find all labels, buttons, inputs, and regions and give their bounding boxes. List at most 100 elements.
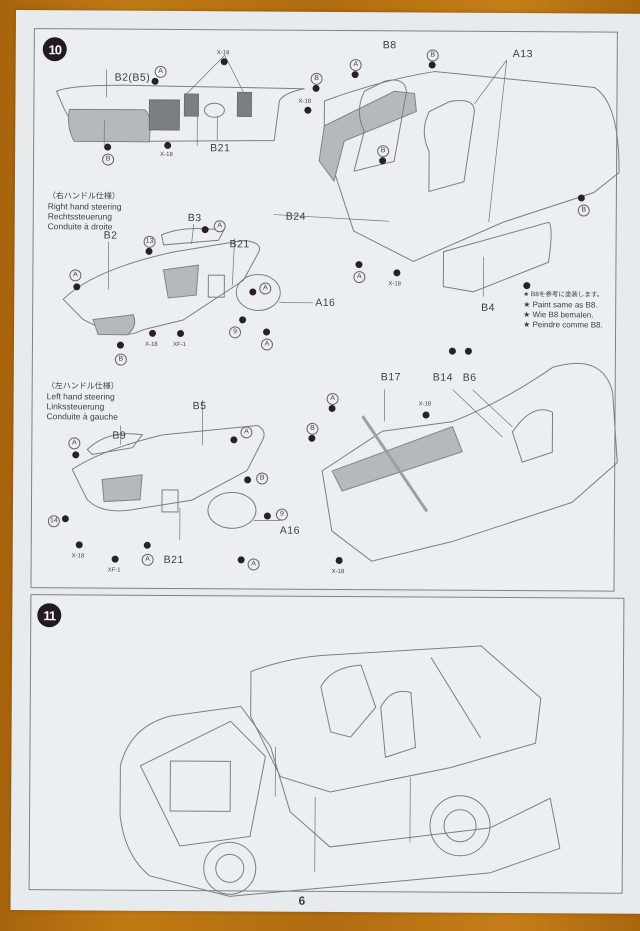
paint-mark-a: A [349, 59, 362, 72]
paint-mark-a: A [247, 558, 260, 571]
cement-pin-icon [177, 329, 185, 338]
page-number: 6 [298, 893, 306, 908]
label-xf1: XF-1 [172, 341, 186, 349]
cement-pin-icon [393, 269, 401, 277]
cement-pin-icon [149, 329, 157, 337]
cement-pin-icon [239, 316, 247, 324]
caption-jp: （左ハンドル仕様） [46, 381, 119, 391]
label-b3: B3 [187, 212, 202, 225]
paint-mark-a: A [69, 269, 82, 282]
caption-en: Right hand steering [47, 201, 122, 212]
right-hand-dashboard-drawing [62, 224, 314, 336]
label-b21: B21 [210, 142, 231, 155]
paint-mark-b: B [426, 49, 439, 62]
paint-mark-a: A [326, 392, 339, 405]
cement-pin-icon [379, 157, 387, 165]
cement-pin-icon [304, 106, 312, 114]
cement-pin-icon [263, 328, 271, 336]
cement-pin-icon [143, 541, 151, 549]
left-hand-steering-caption: （左ハンドル仕様） Left hand steering Linkssteuer… [46, 381, 118, 421]
caption-fr: Conduite à gauche [46, 411, 118, 422]
label-b4: B4 [481, 301, 496, 314]
part-13-mark: 13 [143, 235, 156, 248]
paint-note-de: ★ Wie B8 bemalen. [523, 310, 594, 320]
paint-mark-b: B [577, 204, 590, 217]
interior-assembly-drawing [321, 362, 618, 562]
label-b6: B6 [462, 371, 477, 384]
part-14-mark: 14 [47, 515, 60, 528]
label-b14: B14 [432, 371, 453, 384]
label-x18: X-18 [216, 50, 230, 57]
cement-pin-icon [355, 261, 363, 269]
cement-pin-icon [75, 541, 83, 549]
cement-pin-icon [351, 71, 359, 79]
paint-note-jp: ★ B8を参考に塗装します。 [523, 291, 604, 299]
cement-pin-icon [308, 434, 316, 442]
label-x18: X-18 [160, 151, 173, 158]
paint-mark-a: A [353, 271, 366, 284]
label-b8: B8 [382, 39, 397, 52]
paint-mark-a: A [213, 220, 226, 233]
cement-pin-icon [244, 476, 252, 484]
step-10-panel: 10 [30, 28, 620, 592]
interior-with-doors-drawing [273, 59, 620, 297]
cement-pin-icon [104, 143, 112, 151]
cement-pin-icon [111, 555, 119, 563]
cement-pin-icon [464, 347, 472, 355]
paint-mark-a: A [141, 553, 154, 566]
dashboard-overview-drawing [55, 55, 305, 147]
cement-pin-icon [263, 512, 271, 520]
paint-mark-a: A [259, 282, 272, 295]
paint-note: ★ B8を参考に塗装します。 ★ Paint same as B8. ★ Wie… [523, 290, 603, 330]
step-11-panel: 11 [28, 594, 625, 897]
cement-pin-icon [73, 283, 81, 291]
cement-pin-icon [164, 141, 172, 149]
cement-pin-icon [145, 247, 153, 255]
paint-mark-a: A [260, 338, 273, 351]
cement-pin-icon [220, 58, 228, 66]
label-b21: B21 [163, 553, 184, 567]
caption-de: Rechtssteuerung [47, 211, 113, 222]
left-hand-dashboard-drawing [71, 400, 280, 541]
cement-pin-icon [201, 226, 209, 234]
label-xf1: XF-1 [107, 567, 121, 574]
label-b2-b5: B2(B5) [114, 71, 151, 84]
cement-pin-icon [230, 436, 238, 444]
label-b21: B21 [229, 238, 250, 251]
paint-mark-b: B [377, 145, 390, 158]
car-assembly-drawing [119, 645, 561, 897]
paint-mark-a: A [154, 65, 167, 78]
cement-pin-icon [249, 288, 257, 296]
caption-de: Linkssteuerung [46, 401, 105, 412]
paint-mark-a: A [240, 426, 253, 439]
label-a13: A13 [512, 48, 533, 61]
chassis-drawing [119, 705, 561, 897]
paint-note-fr: ★ Peindre comme B8. [523, 320, 603, 330]
label-a16: A16 [315, 296, 336, 309]
cement-pin-icon [335, 556, 343, 565]
label-x18: X-18 [418, 401, 432, 408]
cement-pin-icon [448, 347, 456, 355]
cement-pin-icon [328, 404, 336, 412]
label-x18: X-18 [144, 341, 158, 348]
part-9-mark: 9 [228, 326, 242, 339]
label-x18: X-18 [331, 568, 345, 576]
label-b2: B2 [103, 229, 118, 242]
step-10-drawings [55, 55, 620, 562]
instruction-page: 10 [10, 10, 640, 914]
cement-pin-icon [72, 451, 80, 459]
label-x18: X-18 [298, 98, 312, 105]
cement-pin-icon [312, 84, 320, 92]
paint-mark-b: B [310, 72, 323, 85]
label-b24: B24 [285, 210, 306, 223]
cement-pin-icon [116, 341, 124, 349]
interior-tub-drawing [250, 645, 542, 872]
paint-mark-b: B [114, 353, 127, 366]
paint-mark-b: B [306, 422, 319, 435]
paint-mark-b: B [256, 472, 269, 485]
part-9-mark: 9 [275, 508, 288, 521]
label-x18: X-18 [71, 553, 85, 560]
label-b5: B5 [192, 400, 207, 413]
caption-jp: （右ハンドル仕様） [47, 191, 120, 201]
cement-pin-icon [577, 194, 585, 202]
